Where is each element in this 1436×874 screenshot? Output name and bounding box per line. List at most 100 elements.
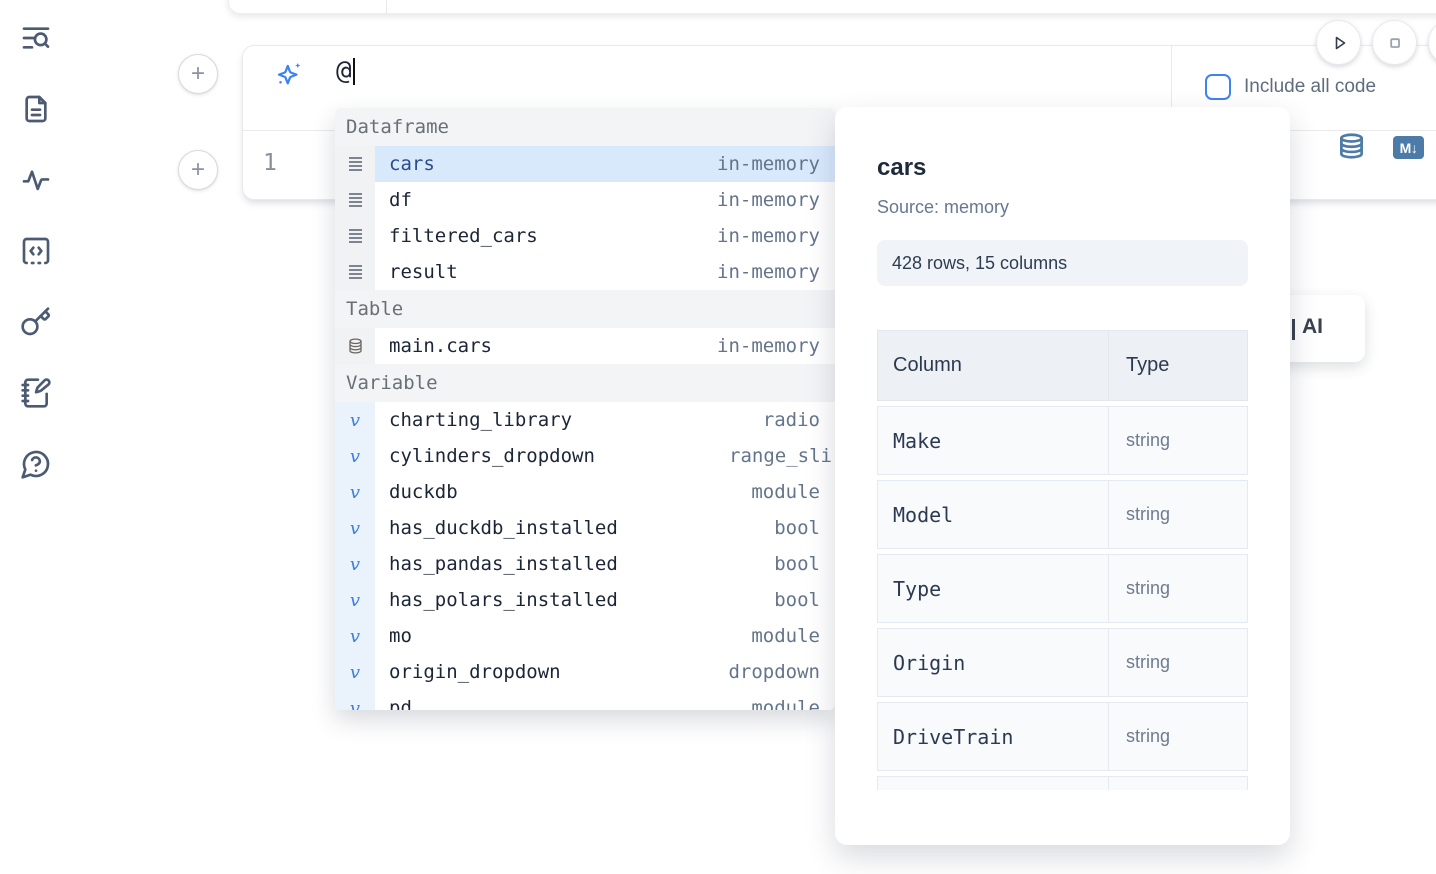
autocomplete-item-mo[interactable]: v mo module [335, 618, 835, 654]
preview-shape-badge: 428 rows, 15 columns [877, 240, 1248, 286]
include-all-code-control[interactable]: Include all code [1205, 74, 1376, 100]
schema-table: Column Type Make string Model string Typ… [877, 330, 1248, 790]
run-cell-button[interactable] [1316, 20, 1361, 65]
item-detail: in-memory [717, 189, 820, 211]
snippets-icon[interactable] [20, 235, 52, 267]
variable-icon: v [335, 618, 375, 654]
variable-icon: v [335, 546, 375, 582]
previous-cell-divider [386, 0, 387, 13]
item-name: result [389, 261, 458, 283]
item-name: has_duckdb_installed [389, 517, 618, 539]
sidebar [20, 22, 52, 480]
list-search-icon[interactable] [20, 22, 52, 54]
column-name: Origin [893, 650, 966, 675]
autocomplete-item-df[interactable]: df in-memory [335, 182, 835, 218]
database-icon[interactable] [1338, 132, 1365, 160]
item-detail: radio [762, 409, 820, 431]
item-detail: bool [774, 589, 820, 611]
item-detail: range_sli [729, 445, 832, 467]
dataframe-preview-panel: cars Source: memory 428 rows, 15 columns… [835, 107, 1290, 845]
variable-icon: v [335, 510, 375, 546]
variable-icon: v [335, 690, 375, 710]
table-row-partial [877, 776, 1248, 790]
help-icon[interactable] [20, 448, 52, 480]
table-row: Model string [877, 480, 1248, 549]
section-label: Variable [346, 372, 438, 394]
item-detail: module [751, 625, 820, 647]
section-label: Table [346, 298, 404, 320]
document-icon[interactable] [20, 93, 52, 125]
item-name: duckdb [389, 481, 458, 503]
column-header: Column [893, 354, 962, 376]
item-detail: dropdown [728, 661, 820, 683]
column-type: string [1126, 504, 1171, 524]
table-database-icon [335, 328, 375, 364]
sparkles-icon [274, 59, 304, 89]
add-cell-above-button[interactable]: + [178, 54, 218, 94]
ai-button-label: AI [1302, 315, 1323, 338]
text-caret [352, 58, 355, 85]
key-icon[interactable] [20, 306, 52, 338]
table-row: Make string [877, 406, 1248, 475]
stop-cell-button[interactable] [1372, 20, 1417, 65]
autocomplete-item-duckdb[interactable]: v duckdb module [335, 474, 835, 510]
markdown-icon[interactable]: M↓ [1393, 136, 1424, 159]
autocomplete-item-has-polars-installed[interactable]: v has_polars_installed bool [335, 582, 835, 618]
table-row: Type string [877, 554, 1248, 623]
prompt-divider [1171, 46, 1172, 131]
item-detail: module [751, 481, 820, 503]
ai-prompt-input[interactable]: @ [336, 56, 355, 86]
section-header-variable: Variable [335, 364, 835, 402]
column-name: Model [893, 502, 954, 527]
include-all-code-checkbox[interactable] [1205, 74, 1231, 100]
item-detail: in-memory [717, 225, 820, 247]
markdown-badge-text: M↓ [1399, 139, 1418, 156]
stop-icon [1389, 37, 1400, 48]
previous-cell-edge [228, 0, 1436, 14]
include-all-code-label: Include all code [1244, 76, 1377, 97]
variable-icon: v [335, 582, 375, 618]
line-number: 1 [263, 150, 277, 176]
autocomplete-item-main-cars[interactable]: main.cars in-memory [335, 328, 835, 364]
autocomplete-item-charting-library[interactable]: v charting_library radio [335, 402, 835, 438]
item-name: charting_library [389, 409, 573, 431]
item-name: df [389, 189, 412, 211]
dataframe-icon [335, 146, 375, 182]
item-name: has_pandas_installed [389, 553, 618, 575]
table-header-row: Column Type [877, 330, 1248, 401]
ai-prompt-value: @ [336, 56, 352, 86]
section-header-dataframe: Dataframe [335, 108, 835, 146]
scratchpad-icon[interactable] [20, 377, 52, 409]
column-type: string [1126, 726, 1171, 746]
section-label: Dataframe [346, 116, 449, 138]
item-detail: in-memory [717, 335, 820, 357]
item-name: main.cars [389, 335, 492, 357]
column-name: Make [893, 428, 942, 453]
item-name: mo [389, 625, 412, 647]
preview-source: Source: memory [877, 197, 1010, 217]
column-type: string [1126, 652, 1171, 672]
activity-icon[interactable] [20, 164, 52, 196]
table-row: DriveTrain string [877, 702, 1248, 771]
item-name: pd [389, 697, 412, 710]
item-name: has_polars_installed [389, 589, 618, 611]
dataframe-icon [335, 218, 375, 254]
code-editor-row[interactable]: 1 [243, 132, 1436, 199]
table-row: Origin string [877, 628, 1248, 697]
item-name: origin_dropdown [389, 661, 561, 683]
variable-icon: v [335, 402, 375, 438]
variable-icon: v [335, 438, 375, 474]
section-header-table: Table [335, 290, 835, 328]
variable-icon: v [335, 474, 375, 510]
add-cell-below-button[interactable]: + [178, 150, 218, 190]
